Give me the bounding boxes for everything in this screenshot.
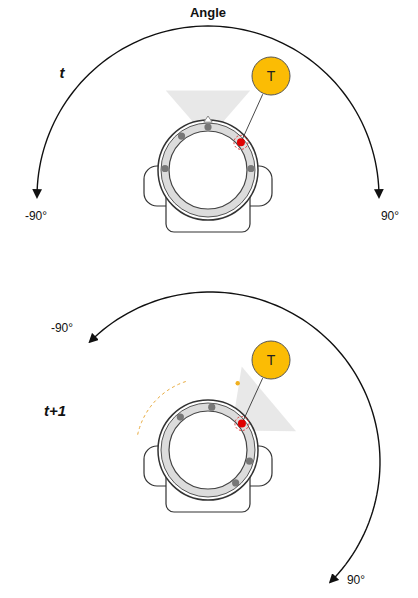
angle-label: 90° — [381, 209, 399, 223]
angle-arc — [90, 292, 380, 582]
angle-label: -90° — [25, 209, 47, 223]
microphone — [247, 165, 254, 172]
mic-ring — [161, 123, 255, 217]
leader-line — [243, 94, 263, 138]
robot-topview — [144, 91, 272, 232]
robot-body — [158, 120, 258, 220]
target-circle: T — [251, 340, 291, 380]
heading-mark — [204, 116, 212, 122]
field-of-view — [166, 91, 251, 126]
microphone — [178, 133, 185, 140]
title-label: Angle — [190, 5, 226, 20]
angle-label: -90° — [51, 321, 73, 335]
heading-dot — [235, 381, 239, 385]
leader-line — [244, 378, 263, 420]
rotation-path — [137, 382, 186, 438]
target-label: T — [251, 340, 291, 380]
mic-ring — [161, 403, 255, 497]
robot-top — [169, 411, 247, 489]
microphone — [232, 479, 239, 486]
robot-body — [158, 400, 258, 500]
time-label: t — [60, 64, 65, 81]
robot-top — [169, 131, 247, 209]
active-microphone — [238, 420, 246, 428]
robot-topview — [144, 367, 296, 512]
target-circle: T — [251, 56, 291, 96]
microphone — [161, 165, 168, 172]
microphone — [246, 458, 253, 465]
angle-label: 90° — [347, 573, 365, 587]
time-label: t+1 — [44, 402, 66, 419]
microphone — [204, 123, 211, 130]
microphone — [177, 413, 184, 420]
active-marker — [235, 417, 249, 431]
active-microphone — [237, 138, 245, 146]
target-label: T — [251, 56, 291, 96]
microphone — [208, 404, 215, 411]
active-marker — [234, 135, 248, 149]
